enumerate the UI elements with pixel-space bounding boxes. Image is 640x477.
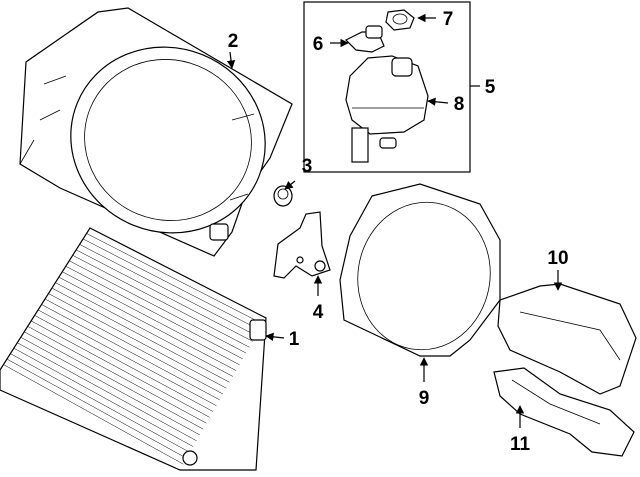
- callout-4: 4: [313, 302, 324, 323]
- bracket-part: [273, 211, 331, 279]
- callout-6: 6: [313, 34, 324, 55]
- callout-9: 9: [419, 388, 430, 409]
- level-sensor-part: [344, 25, 385, 53]
- callout-3: 3: [302, 156, 313, 177]
- tank-cap-part: [385, 9, 415, 31]
- air-duct-upper-part: [497, 283, 637, 395]
- callout-5: 5: [485, 77, 496, 98]
- grommet-part: [273, 185, 293, 207]
- expansion-tank-part: [345, 55, 429, 163]
- lower-shroud-part: [339, 183, 501, 357]
- callout-10: 10: [547, 248, 568, 269]
- expansion-tank-group: [303, 1, 471, 173]
- callout-2: 2: [228, 31, 239, 52]
- air-duct-lower-part: [493, 367, 635, 457]
- radiator-part: [0, 227, 267, 471]
- callout-7: 7: [443, 9, 454, 30]
- fan-shroud-part: [19, 7, 293, 257]
- callout-8: 8: [454, 94, 465, 115]
- callout-1: 1: [289, 329, 300, 350]
- callout-11: 11: [510, 434, 531, 455]
